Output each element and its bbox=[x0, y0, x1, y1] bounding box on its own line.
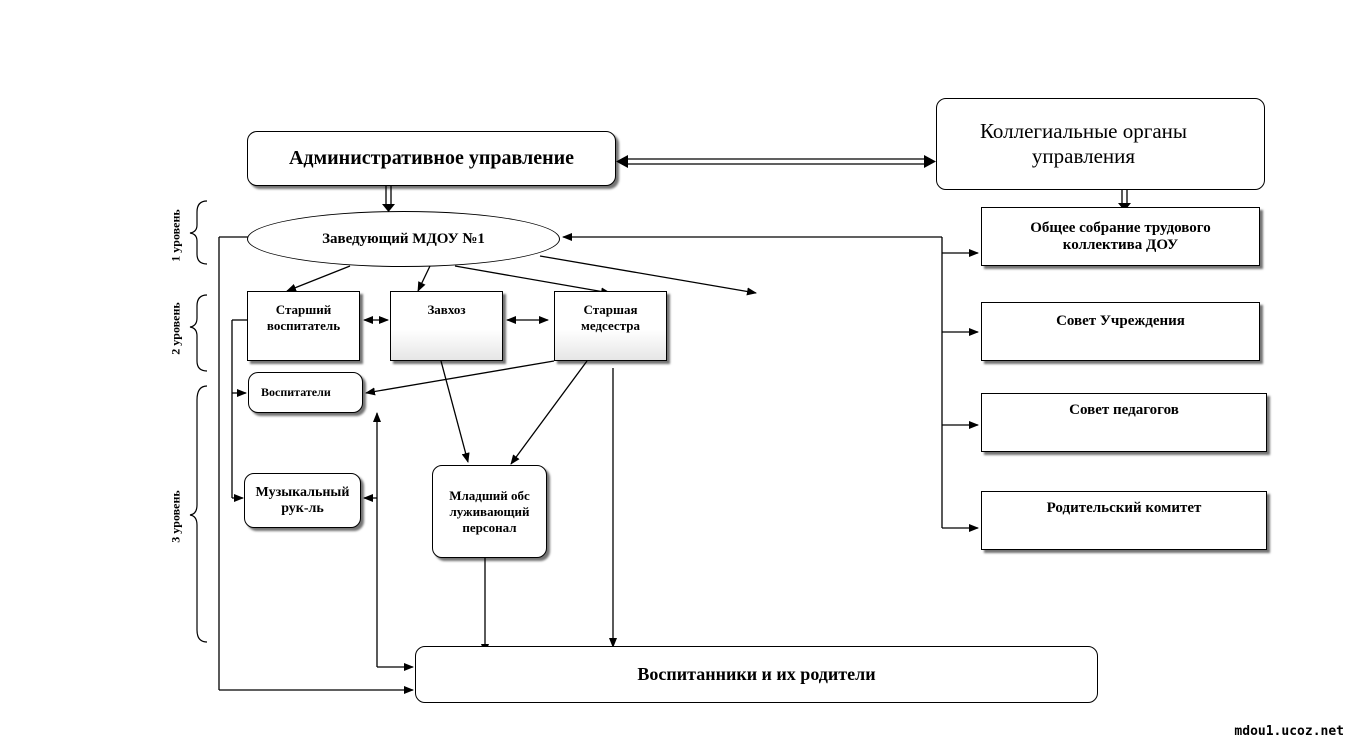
collegial-bodies-box: Коллегиальные органы управления bbox=[936, 98, 1265, 190]
pupils-parents-box: Воспитанники и их родители bbox=[415, 646, 1098, 703]
senior-educator-box: Старший воспитатель bbox=[247, 291, 360, 361]
music-director-box: Музыкальный рук-ль bbox=[244, 473, 361, 528]
level-1-label: 1 уровень bbox=[168, 209, 183, 262]
general-meeting-box: Общее собрание трудового коллектива ДОУ bbox=[981, 207, 1260, 266]
level-3-label: 3 уровень bbox=[168, 490, 183, 543]
parents-committee-box: Родительский комитет bbox=[981, 491, 1267, 550]
senior-nurse-box: Старшая медсестра bbox=[554, 291, 667, 361]
level-2-label: 2 уровень bbox=[168, 302, 183, 355]
admin-management-box: Административное управление bbox=[247, 131, 616, 186]
head-ellipse: Заведующий МДОУ №1 bbox=[247, 211, 560, 267]
institution-council-box: Совет Учреждения bbox=[981, 302, 1260, 361]
educators-box: Воспитатели bbox=[248, 372, 363, 413]
junior-staff-box: Младший обслуживающий персонал bbox=[432, 465, 547, 558]
watermark: mdou1.ucoz.net bbox=[1234, 724, 1344, 739]
supply-manager-box: Завхоз bbox=[390, 291, 503, 361]
pedagogical-council-box: Совет педагогов bbox=[981, 393, 1267, 452]
